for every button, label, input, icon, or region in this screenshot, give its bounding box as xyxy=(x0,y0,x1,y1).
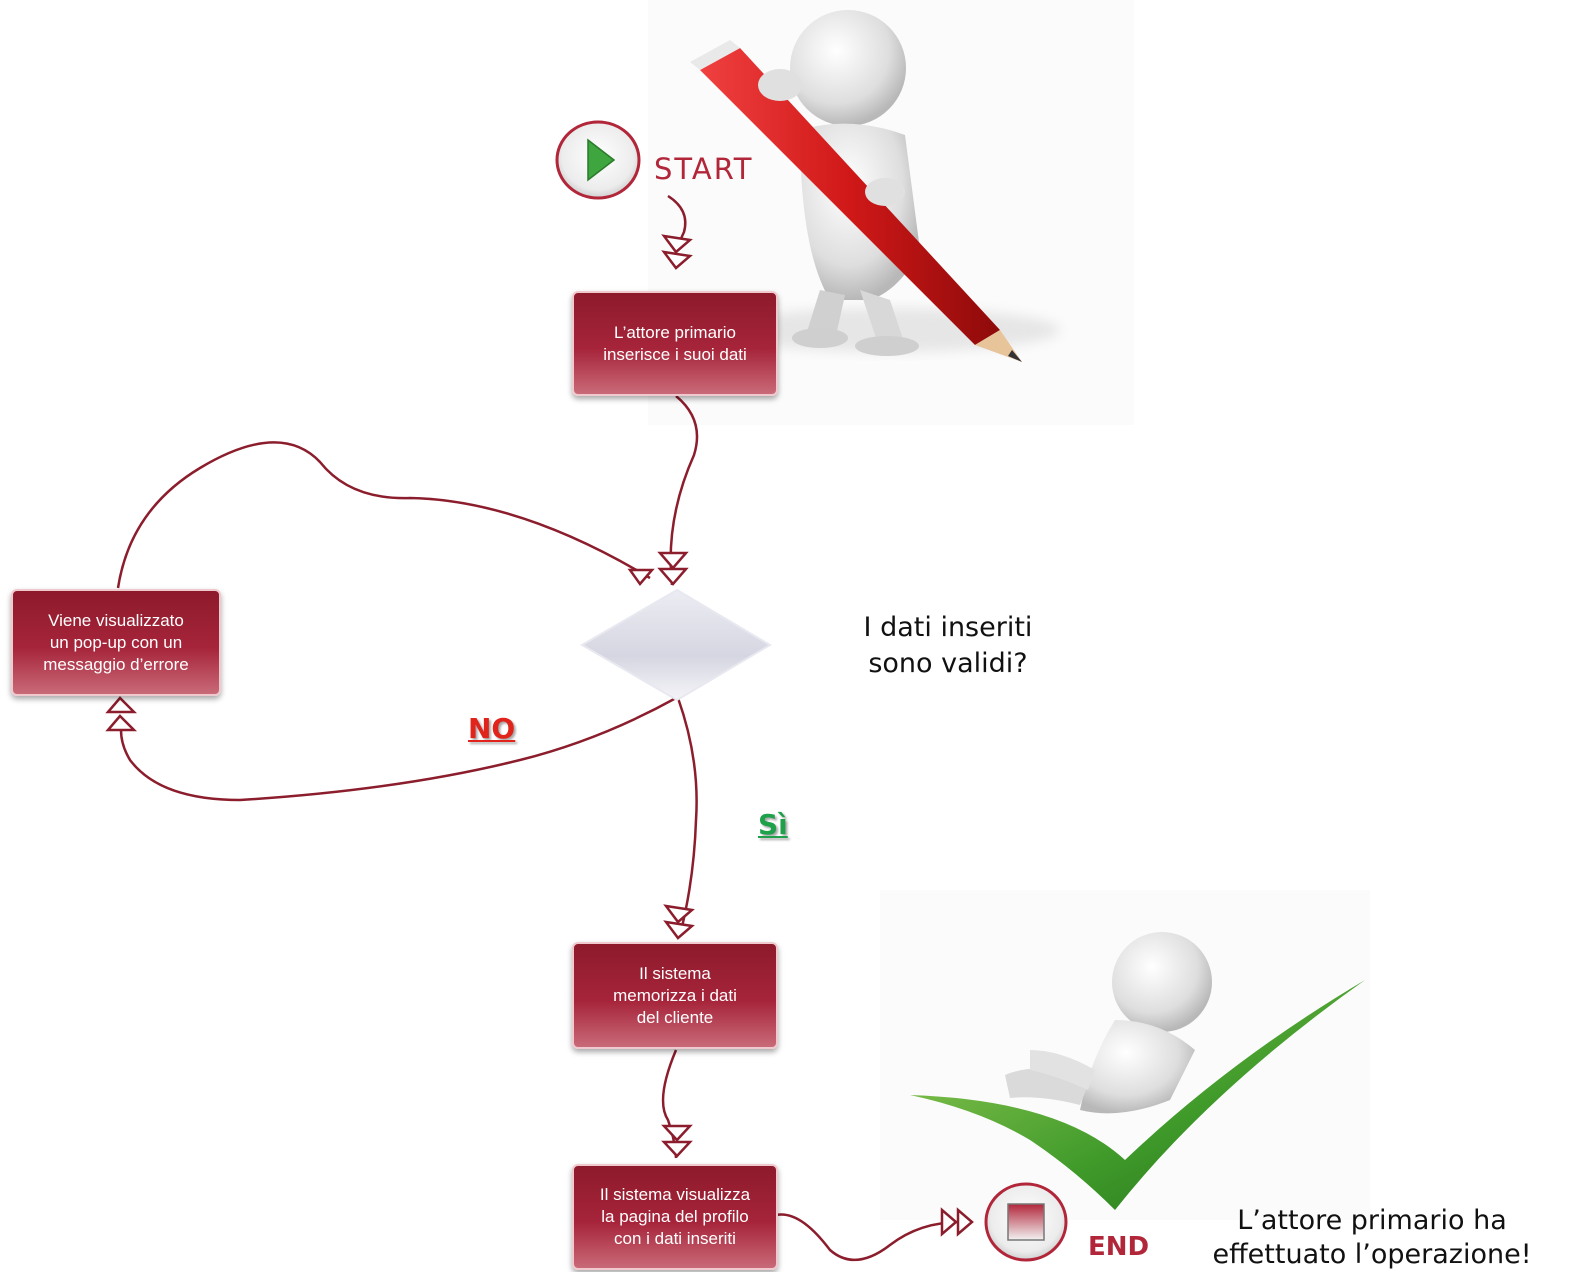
stop-icon xyxy=(1007,1203,1045,1241)
step-error-popup: Viene visualizzato un pop-up con un mess… xyxy=(11,589,221,696)
arrowhead-icon xyxy=(663,920,695,940)
decision-question: I dati inseriti sono validi? xyxy=(863,612,1033,679)
arrowhead-icon xyxy=(661,234,693,254)
branch-no-label: NO xyxy=(468,712,516,745)
arrowhead-icon xyxy=(105,714,138,732)
arrowhead-icon xyxy=(657,567,689,586)
connector-error-to-decision xyxy=(116,441,651,589)
decision-diamond xyxy=(580,588,772,702)
end-label: END xyxy=(1088,1232,1150,1262)
connector-decision-to-error xyxy=(119,696,677,802)
connector-insert-to-decision xyxy=(669,395,699,586)
branch-yes-label: Sì xyxy=(758,808,788,841)
arrowhead-icon xyxy=(627,568,655,587)
figure-on-checkmark-illustration xyxy=(880,890,1370,1220)
arrowhead-icon xyxy=(657,551,689,570)
arrowhead-icon xyxy=(105,696,138,714)
final-note: L’attore primario ha effettuato l’operaz… xyxy=(1212,1205,1532,1270)
arrowhead-icon xyxy=(956,1207,974,1237)
start-label: START xyxy=(654,152,754,186)
arrowhead-icon xyxy=(661,1140,693,1158)
connector-decision-to-store xyxy=(676,697,698,936)
step-store-data: Il sistema memorizza i dati del cliente xyxy=(572,942,778,1049)
step-insert-data: L’attore primario inserisce i suoi dati xyxy=(572,291,778,396)
play-icon xyxy=(587,138,616,182)
arrowhead-icon xyxy=(661,1124,693,1142)
end-node xyxy=(984,1182,1068,1262)
arrowhead-icon xyxy=(940,1207,958,1237)
start-node xyxy=(555,120,641,200)
arrowhead-icon xyxy=(661,250,693,270)
arrowhead-icon xyxy=(663,904,695,924)
connector-profile-to-end xyxy=(775,1213,961,1262)
step-show-profile: Il sistema visualizza la pagina del prof… xyxy=(572,1164,778,1270)
